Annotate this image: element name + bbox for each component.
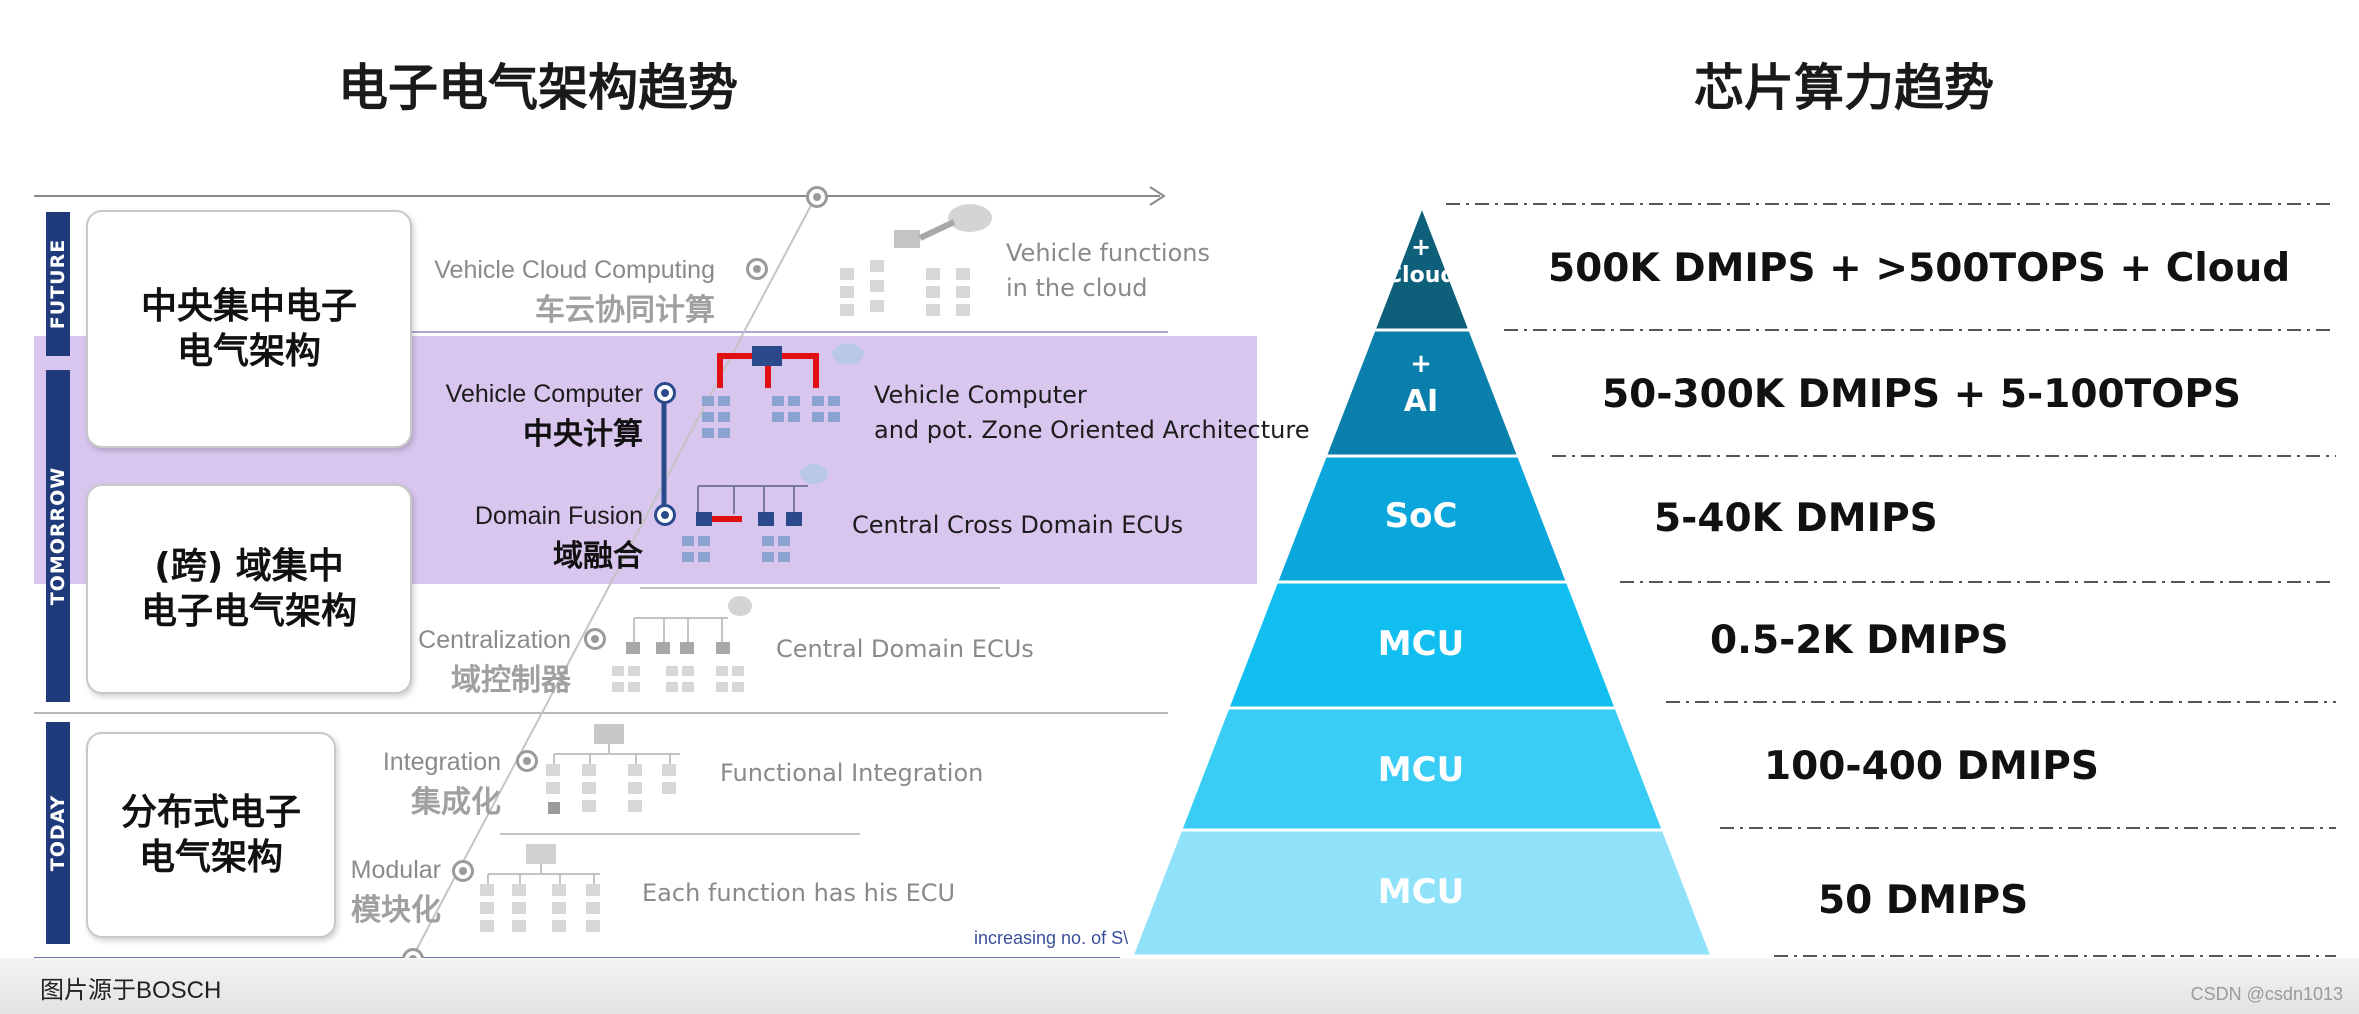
- left-title: 电子电气架构趋势: [338, 59, 738, 117]
- integration-icon: [546, 724, 680, 814]
- phase-tomorrow-label: TOMORROW: [47, 466, 69, 606]
- tier-mcu-high-label: MCU: [1377, 624, 1465, 664]
- watermark: CSDN @csdn1013: [2190, 984, 2343, 1004]
- tier-mcu-high-spec: 0.5-2K DMIPS: [1710, 618, 2009, 663]
- step-vehicle-computer-label: Vehicle Computer 中央计算: [445, 380, 643, 452]
- compute-pyramid: [1129, 201, 2336, 958]
- card-distributed-architecture: 分布式电子电气架构: [86, 732, 336, 938]
- step-centralization-node: [584, 628, 606, 650]
- tier-cloud-label: +Cloud: [1385, 233, 1457, 288]
- tier-ai-spec: 50-300K DMIPS + 5-100TOPS: [1602, 372, 2242, 417]
- timeline-start-node: [806, 186, 828, 208]
- step-integration-label: Integration 集成化: [382, 748, 501, 820]
- tier-soc-label: SoC: [1384, 496, 1458, 536]
- tier-mcu-mid-label: MCU: [1377, 750, 1465, 790]
- tier-soc-spec: 5-40K DMIPS: [1654, 496, 1938, 541]
- step-centralization-desc: Central Domain ECUs: [776, 635, 1034, 663]
- domain-fusion-icon: [682, 464, 828, 562]
- tier-ai-label: +AI: [1403, 349, 1439, 419]
- phase-future-bar: FUTURE: [46, 212, 70, 356]
- modular-icon: [480, 844, 600, 932]
- axis-note: increasing no. of S\: [974, 928, 1129, 948]
- step-modular-node: [452, 860, 474, 882]
- step-centralization-label: Centralization 域控制器: [418, 626, 571, 698]
- vehicle-computer-icon: [702, 343, 864, 438]
- pyramid-layers: [1129, 201, 1715, 958]
- footer-bar: 图片源于BOSCH CSDN @csdn1013: [0, 958, 2359, 1014]
- step-vehicle-computer-node: [654, 382, 676, 404]
- phase-today-label: TODAY: [47, 794, 69, 872]
- phase-today-bar: TODAY: [46, 722, 70, 944]
- step-cloud-label: Vehicle Cloud Computing 车云协同计算: [434, 256, 715, 328]
- card-central-architecture: 中央集中电子电气架构: [86, 210, 412, 448]
- phase-tomorrow-bar: TOMORROW: [46, 370, 70, 702]
- tier-cloud-spec: 500K DMIPS + >500TOPS + Cloud: [1548, 246, 2291, 291]
- step-modular-label: Modular 模块化: [350, 856, 441, 928]
- step-integration-node: [516, 750, 538, 772]
- tier-mcu-low-label: MCU: [1377, 872, 1465, 912]
- tier-mcu-mid-spec: 100-400 DMIPS: [1764, 744, 2099, 789]
- step-domain-fusion-label: Domain Fusion 域融合: [474, 502, 643, 574]
- tier-mcu-low-shape: [1129, 828, 1715, 958]
- card-domain-architecture: (跨) 域集中电子电气架构: [86, 484, 412, 694]
- cloud-ecu-icon: [840, 204, 992, 316]
- step-modular-desc: Each function has his ECU: [642, 879, 956, 907]
- tier-mcu-low-spec: 50 DMIPS: [1818, 878, 2029, 923]
- phase-future-label: FUTURE: [47, 238, 69, 330]
- step-domain-fusion-node: [654, 504, 676, 526]
- right-title: 芯片算力趋势: [1694, 59, 1994, 117]
- pyramid-dash-lines: [1446, 203, 2336, 957]
- centralization-icon: [612, 596, 752, 692]
- step-integration-desc: Functional Integration: [720, 759, 984, 787]
- step-cloud-node: [746, 258, 768, 280]
- image-source-note: 图片源于BOSCH: [40, 977, 222, 1004]
- step-domain-fusion-desc: Central Cross Domain ECUs: [852, 511, 1184, 539]
